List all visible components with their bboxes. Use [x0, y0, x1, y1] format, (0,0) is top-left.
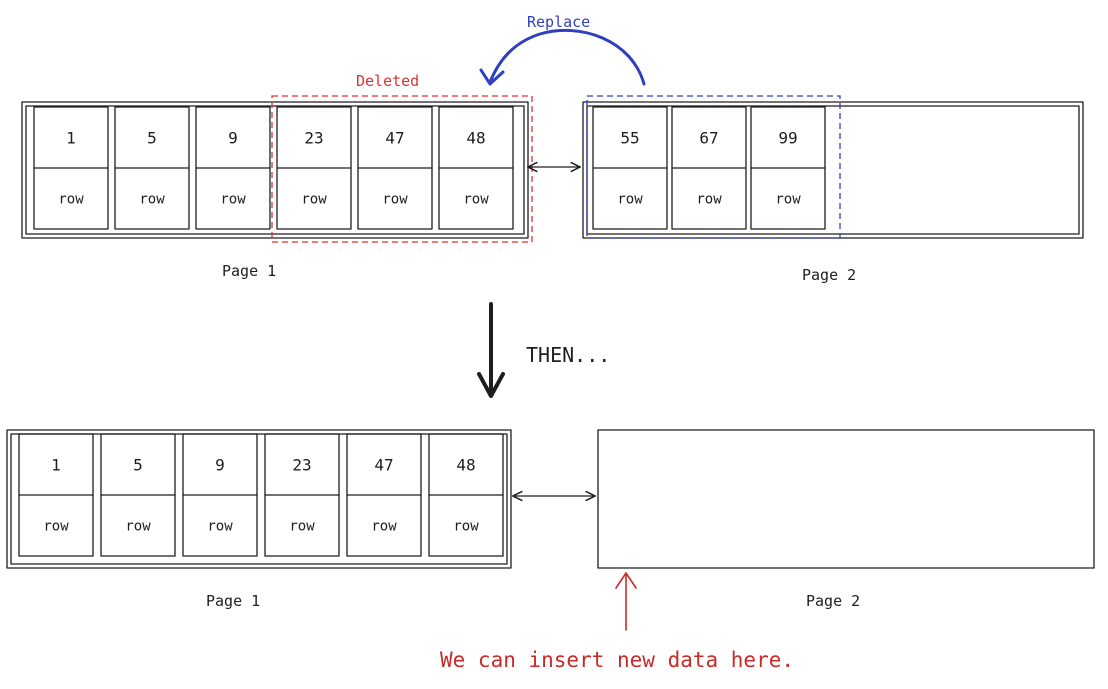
top-page1-cell-key: 1	[66, 129, 76, 148]
replace-curved-arrow	[488, 28, 646, 86]
then-label: THEN...	[526, 343, 610, 367]
top-page1-cell-key: 9	[228, 129, 238, 148]
deleted-region: Deleted	[271, 72, 533, 243]
top-page1-cell-row: row	[220, 192, 246, 208]
insert-note-text: We can insert new data here.	[440, 648, 794, 672]
replace-region: Replace	[479, 13, 841, 239]
top-page2-cell-key: 99	[778, 129, 797, 148]
top-page1: 1 row 5 row 9 row 23 row 47 row 48 row Page 1	[21, 101, 529, 280]
bottom-page1-label: Page 1	[206, 592, 260, 610]
deleted-label: Deleted	[356, 72, 419, 90]
bottom-page1-cell-row: row	[43, 519, 69, 535]
top-page2-cell-key: 67	[699, 129, 718, 148]
top-page2-frame-inner	[586, 105, 1080, 235]
bottom-page1-frame	[6, 429, 512, 569]
bottom-page1-cell-key: 47	[374, 456, 393, 475]
top-page2: 55 row 67 row 99 row Page 2	[582, 101, 1084, 284]
top-page2-cell-key: 55	[620, 129, 639, 148]
bottom-page2: Page 2	[597, 429, 1095, 610]
top-page1-cell-key: 47	[385, 129, 404, 148]
top-page1-cell-key: 23	[304, 129, 323, 148]
bottom-page1-cell-key: 48	[456, 456, 475, 475]
top-page1-cell-row: row	[463, 192, 489, 208]
top-page1-frame-inner	[25, 105, 525, 235]
top-page2-frame	[582, 101, 1084, 239]
bottom-page1-cell-key: 9	[215, 456, 225, 475]
replace-dashed-box	[586, 95, 841, 239]
top-page2-label: Page 2	[802, 266, 856, 284]
bottom-page2-label: Page 2	[806, 592, 860, 610]
top-page1-cell-row: row	[382, 192, 408, 208]
bottom-page1-cells: 1 row 5 row 9 row 23 row 47 row 48 row	[18, 433, 504, 557]
top-page1-frame	[21, 101, 529, 239]
top-page2-cells: 55 row 67 row 99 row	[592, 106, 826, 230]
insert-up-arrowhead	[615, 572, 637, 589]
replace-arrowhead	[479, 68, 505, 86]
top-page2-cell-row: row	[696, 192, 722, 208]
then-down-arrowhead	[477, 372, 505, 398]
top-page1-cell-row: row	[301, 192, 327, 208]
top-page1-cells: 1 row 5 row 9 row 23 row 47 row 48 row	[33, 106, 514, 230]
replace-label: Replace	[527, 13, 590, 31]
bottom-page1-cell-row: row	[289, 519, 315, 535]
bottom-page1-cell-key: 5	[133, 456, 143, 475]
insert-note: We can insert new data here.	[440, 572, 794, 672]
bottom-page1: 1 row 5 row 9 row 23 row 47 row 48 row Page 1	[6, 429, 512, 610]
top-page1-cell-key: 5	[147, 129, 157, 148]
bottom-page2-frame	[597, 429, 1095, 569]
top-page2-cell-row: row	[617, 192, 643, 208]
top-page1-cell-row: row	[58, 192, 84, 208]
bottom-page1-cell-row: row	[207, 519, 233, 535]
bottom-page1-cell-key: 23	[292, 456, 311, 475]
top-page2-cell-row: row	[775, 192, 801, 208]
bottom-page1-cell-row: row	[371, 519, 397, 535]
bottom-page1-cell-key: 1	[51, 456, 61, 475]
bottom-page1-cell-row: row	[125, 519, 151, 535]
deleted-dashed-box	[271, 95, 533, 243]
bottom-page1-cell-row: row	[453, 519, 479, 535]
then-transition: THEN...	[477, 302, 610, 398]
top-page1-cell-key: 48	[466, 129, 485, 148]
top-page1-label: Page 1	[222, 262, 276, 280]
top-page1-cell-row: row	[139, 192, 165, 208]
bottom-page1-frame-inner	[10, 433, 508, 565]
